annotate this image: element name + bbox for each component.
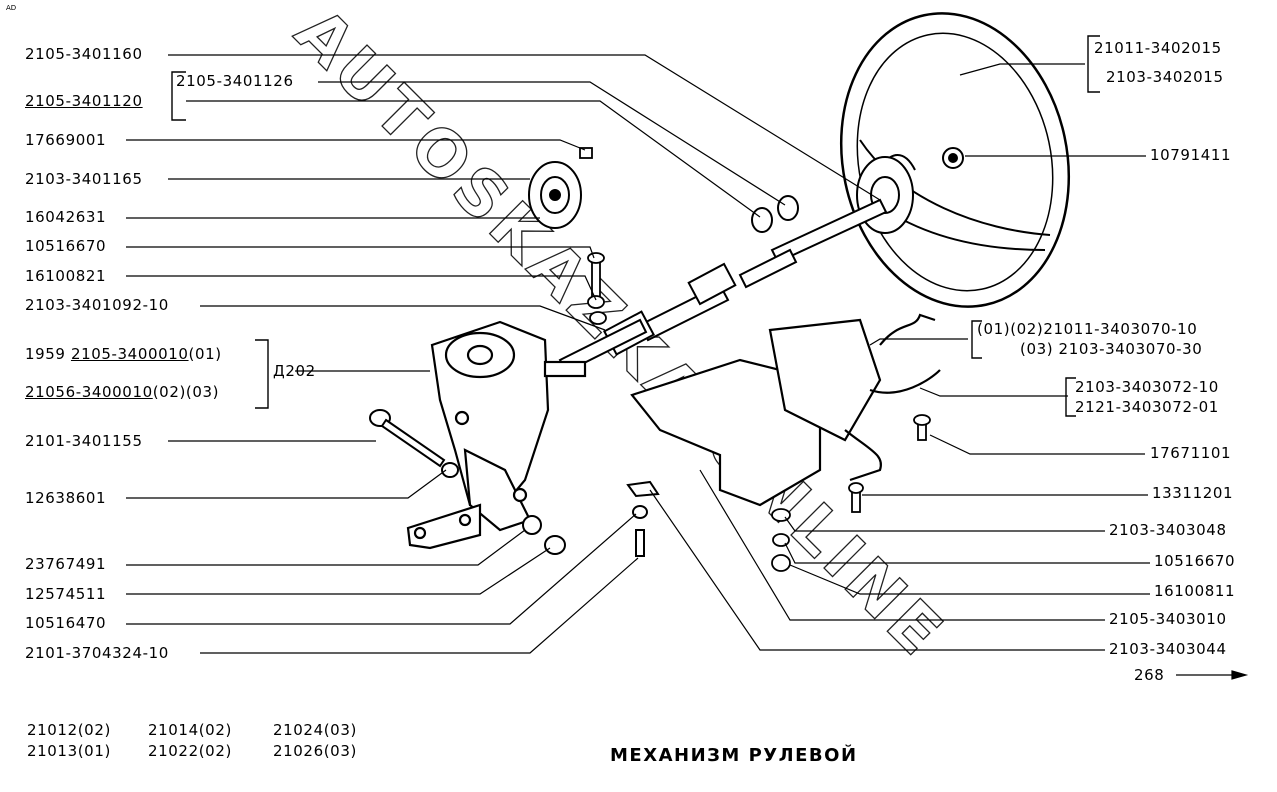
- assembly-part: 2105-3400010: [70, 345, 189, 363]
- part-label: 10791411: [1150, 146, 1232, 164]
- part-label: 2105-3401160: [25, 45, 143, 63]
- part-label: 2105-3401120: [25, 92, 143, 110]
- model-code: 21024(03): [273, 721, 357, 739]
- steering-shaft: [558, 198, 888, 374]
- grouping-brackets: [171, 35, 1100, 417]
- part-label: 13311201: [1152, 484, 1234, 502]
- part-label: 16100821: [25, 267, 107, 285]
- part-label: 2103-3402015: [1106, 68, 1224, 86]
- part-label: 16100811: [1154, 582, 1236, 600]
- part-label: 23767491: [25, 555, 107, 573]
- long-bolt: [369, 409, 459, 478]
- part-label: 2103-3401092-10: [25, 296, 169, 314]
- part-label: 16042631: [25, 208, 107, 226]
- seal-part: [528, 161, 582, 229]
- part-label: 17671101: [1150, 444, 1232, 462]
- part-label: 17669001: [25, 131, 107, 149]
- assembly-part: 21056-3400010: [25, 383, 153, 401]
- leader-lines: [126, 54, 1249, 680]
- model-code: 21022(02): [148, 742, 232, 760]
- part-label: 2103-3401165: [25, 170, 143, 188]
- part-label: 2101-3401155: [25, 432, 143, 450]
- small-fasteners-left: [579, 147, 607, 325]
- part-label: 2103-3403048: [1109, 521, 1227, 539]
- part-label: 2101-3704324-10: [25, 644, 169, 662]
- gearbox-assembly-label-2: 21056-3400010(02)(03): [25, 384, 219, 401]
- gearbox-assembly-label: 1959 2105-3400010(01): [25, 346, 222, 363]
- steering-gearbox: [430, 320, 587, 532]
- part-label: 2121-3403072-01: [1075, 398, 1219, 416]
- part-label: 21011-3402015: [1094, 39, 1222, 57]
- part-label: 12574511: [25, 585, 107, 603]
- part-label: 2103-3403072-10: [1075, 378, 1219, 396]
- part-label: (03) 2103-3403070-30: [1020, 340, 1203, 358]
- part-label: 10516670: [1154, 552, 1236, 570]
- part-label: 10516470: [25, 614, 107, 632]
- page-title: МЕХАНИЗМ РУЛЕВОЙ: [610, 745, 858, 766]
- corner-mark: AD: [6, 4, 17, 12]
- part-label: (01)(02)21011-3403070-10: [977, 320, 1198, 338]
- part-label: 2103-3403044: [1109, 640, 1227, 658]
- page-ref: 268: [1134, 666, 1165, 684]
- model-code: 21012(02): [27, 721, 111, 739]
- assembly-suffix: (02)(03): [152, 383, 220, 401]
- assembly-prefix: 1959: [25, 345, 66, 363]
- model-code: 21014(02): [148, 721, 232, 739]
- part-label: 2105-3403010: [1109, 610, 1227, 628]
- part-label: 10516670: [25, 237, 107, 255]
- model-code: 21026(03): [273, 742, 357, 760]
- pitman-arm: [406, 503, 482, 550]
- part-label: 2105-3401126: [176, 72, 294, 90]
- shaft-bushings: [751, 195, 799, 233]
- gearbox-ref-label: Д202: [273, 362, 316, 380]
- assembly-suffix: (01): [188, 345, 222, 363]
- model-code: 21013(01): [27, 742, 111, 760]
- lower-nuts: [522, 480, 660, 557]
- part-label: 12638601: [25, 489, 107, 507]
- column-bracket: [630, 313, 941, 507]
